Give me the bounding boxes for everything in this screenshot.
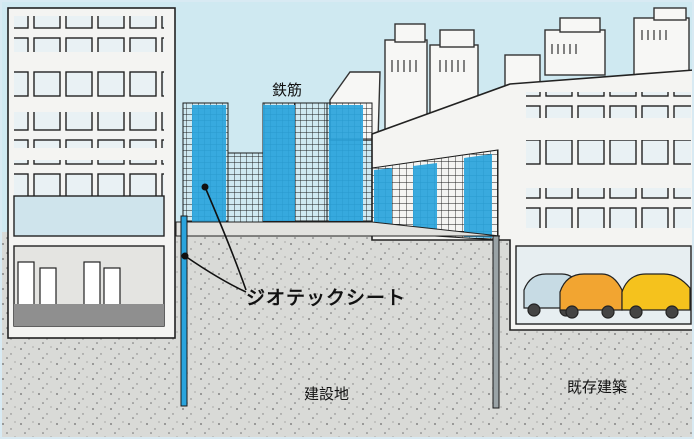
construction-site-label: 建設地 xyxy=(304,385,350,403)
existing-building-label: 既存建築 xyxy=(567,378,628,396)
parked-cars xyxy=(523,273,691,319)
existing-building xyxy=(371,69,694,331)
geotech-sheet-label: ジオテックシート xyxy=(246,287,407,309)
left-building xyxy=(7,7,176,339)
pointer-dot-wall xyxy=(181,252,189,260)
pointer-dot-rebar xyxy=(201,183,209,191)
rebar-label: 鉄筋 xyxy=(272,81,303,99)
leader-lines xyxy=(184,186,247,293)
geotech-sheet-panels xyxy=(192,105,492,238)
left-retaining-wall xyxy=(180,215,188,407)
right-retaining-wall xyxy=(492,235,500,409)
